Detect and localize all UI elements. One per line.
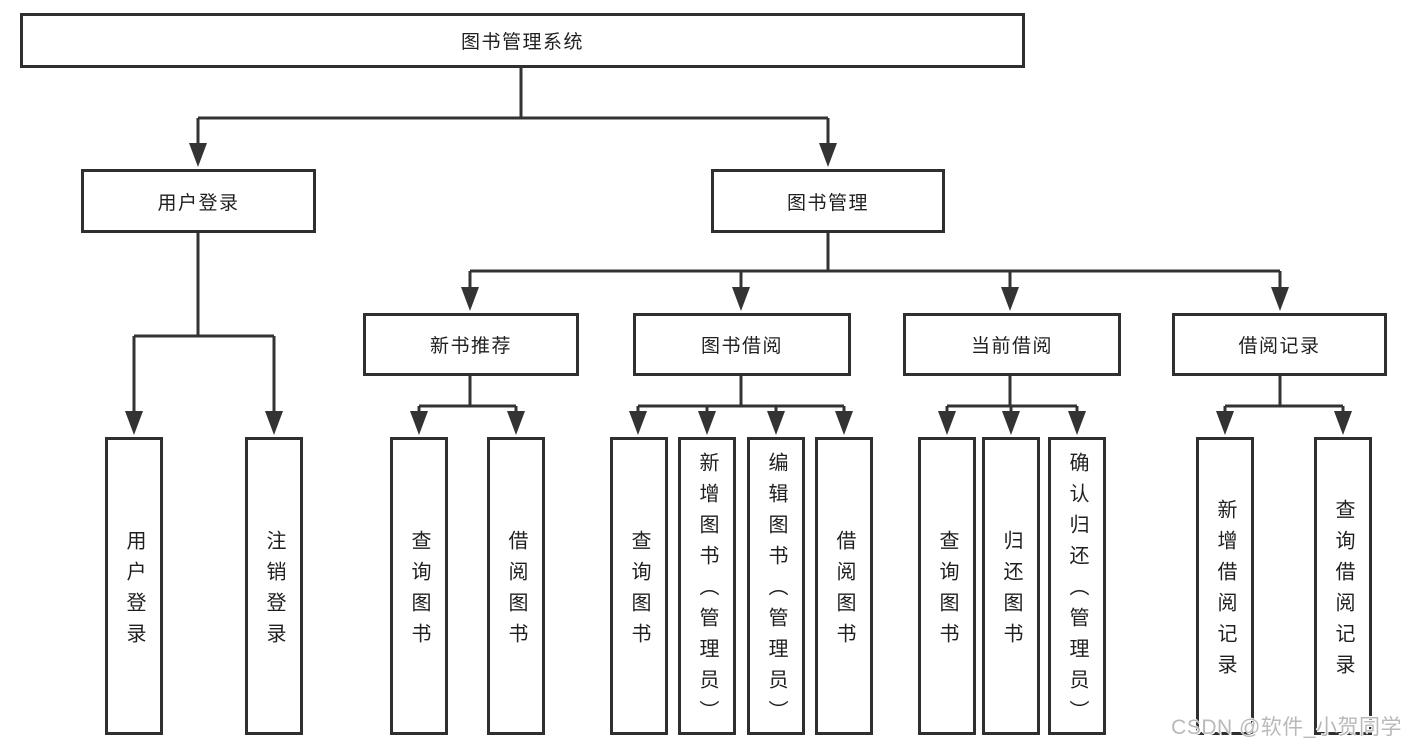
node-new-book-recommendation: 新书推荐 — [363, 313, 579, 376]
leaf-return-books: 归还图书 — [982, 437, 1040, 735]
node-label: 图书管理系统 — [460, 32, 584, 53]
node-library-management-system: 图书管理系统 — [20, 13, 1025, 68]
leaf-logout: 注销登录 — [245, 437, 303, 735]
leaf-label: 查询图书 — [936, 529, 958, 654]
leaf-search-books-recommend: 查询图书 — [390, 437, 448, 735]
leaf-search-books-current: 查询图书 — [918, 437, 976, 735]
node-label: 新书推荐 — [429, 336, 512, 357]
node-label: 当前借阅 — [970, 336, 1053, 357]
leaf-label: 新增借阅记录 — [1214, 498, 1236, 685]
node-book-management: 图书管理 — [711, 169, 945, 233]
node-label: 图书借阅 — [700, 336, 783, 357]
node-book-borrowing: 图书借阅 — [633, 313, 851, 376]
leaf-add-book-admin: 新增图书（管理员） — [678, 437, 736, 735]
leaf-label: 查询图书 — [628, 529, 650, 654]
leaf-search-books-borrowing: 查询图书 — [610, 437, 668, 735]
leaf-borrow-books-recommend: 借阅图书 — [487, 437, 545, 735]
leaf-label: 借阅图书 — [833, 529, 855, 654]
node-user-login: 用户登录 — [81, 169, 316, 233]
node-borrowing-records: 借阅记录 — [1172, 313, 1387, 376]
leaf-user-login: 用户登录 — [105, 437, 163, 735]
leaf-edit-book-admin: 编辑图书（管理员） — [747, 437, 805, 735]
leaf-label: 注销登录 — [263, 529, 285, 654]
leaf-add-borrow-record: 新增借阅记录 — [1196, 437, 1254, 735]
leaf-label: 用户登录 — [123, 529, 145, 654]
leaf-label: 确认归还（管理员） — [1066, 452, 1088, 731]
leaf-label: 新增图书（管理员） — [696, 452, 718, 731]
leaf-borrow-books-borrowing: 借阅图书 — [815, 437, 873, 735]
node-label: 借阅记录 — [1238, 336, 1321, 357]
csdn-watermark: CSDN @软件_小贺同学 — [1171, 716, 1402, 739]
node-label: 图书管理 — [786, 192, 869, 214]
node-label: 用户登录 — [157, 192, 240, 214]
leaf-label: 归还图书 — [1000, 529, 1022, 654]
leaf-label: 查询借阅记录 — [1332, 498, 1354, 685]
leaf-label: 编辑图书（管理员） — [765, 452, 787, 731]
leaf-label: 查询图书 — [408, 529, 430, 654]
node-current-borrowing: 当前借阅 — [903, 313, 1121, 376]
leaf-search-borrow-record: 查询借阅记录 — [1314, 437, 1372, 735]
leaf-confirm-return-admin: 确认归还（管理员） — [1048, 437, 1106, 735]
leaf-label: 借阅图书 — [505, 529, 527, 654]
